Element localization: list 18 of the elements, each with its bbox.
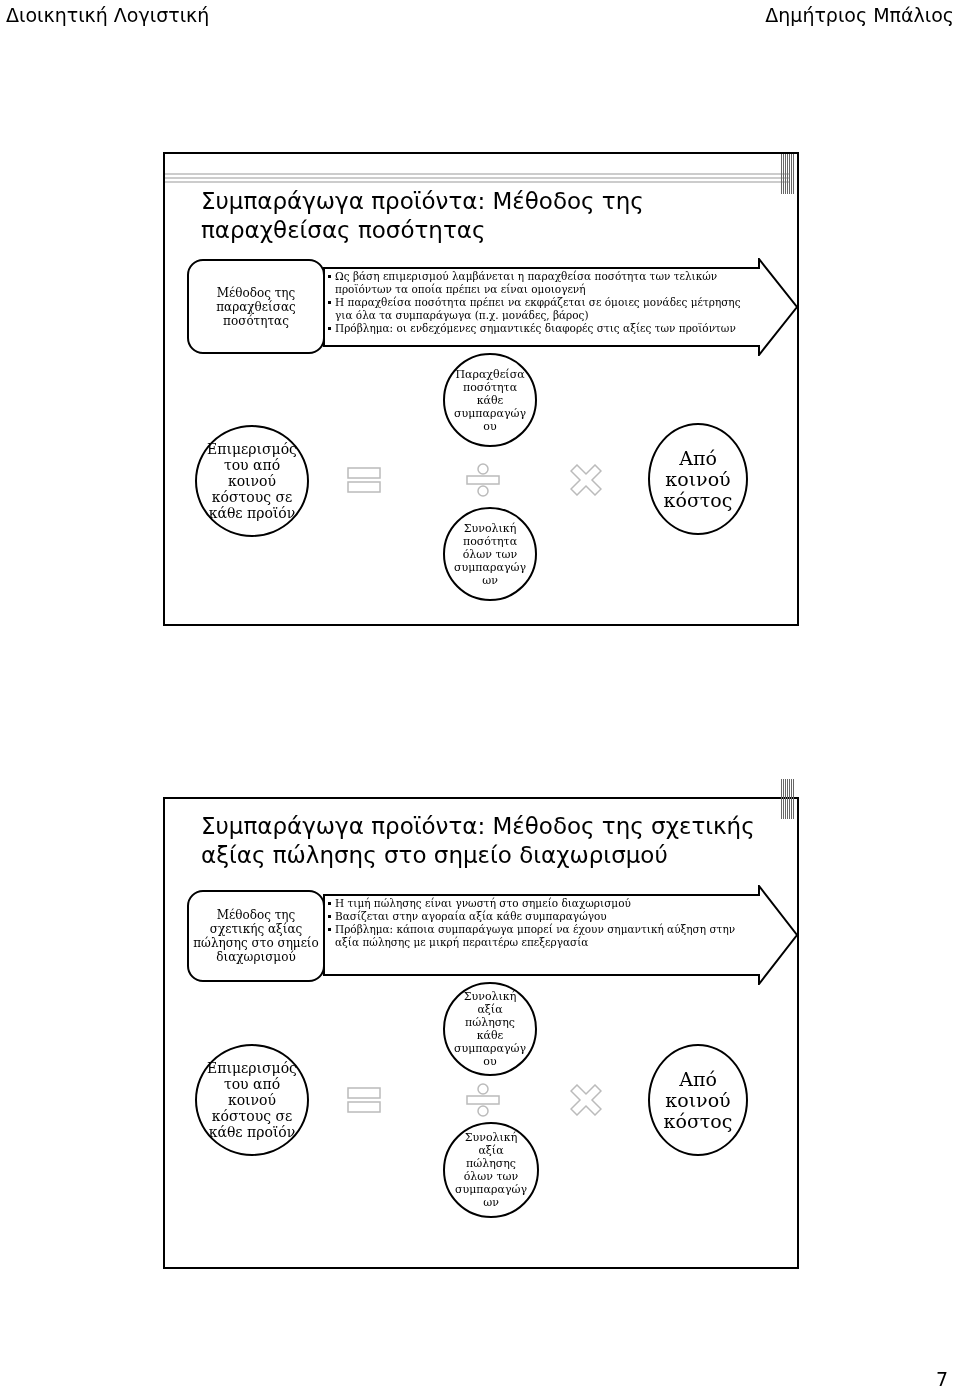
circle: Συνολική ποσότητα όλων των συμπαραγώγ ων xyxy=(443,507,537,601)
circle: Από κοινού κόστος xyxy=(648,1044,748,1156)
circle: Επιμερισμός του από κοινού κόστους σε κάθε προϊόν xyxy=(195,425,309,537)
circle: Συνολική αξία πώλησης όλων των συμπαραγώγ ων xyxy=(443,1122,539,1218)
rounded-box: Μέθοδος της σχετικής αξίας πώλησης στο σημείο διαχωρισμού xyxy=(187,890,325,982)
circle: Συνολική αξία πώλησης κάθε συμπαραγώγ ου xyxy=(443,982,537,1076)
block-arrow xyxy=(323,885,799,985)
page-number: 7 xyxy=(935,1368,948,1390)
header-text: Δημήτριος Μπάλιος xyxy=(765,4,954,26)
circle: Από κοινού κόστος xyxy=(648,423,748,535)
header-text: Διοικητική Λογιστική xyxy=(6,4,210,26)
circle: Επιμερισμός του από κοινού κόστους σε κάθε προϊόν xyxy=(195,1044,309,1156)
block-arrow xyxy=(323,258,799,356)
circle: Παραχθείσα ποσότητα κάθε συμπαραγώγ ου xyxy=(443,353,537,447)
slide-title: Συμπαράγωγα προϊόντα: Μέθοδος της παραχθείσας ποσότητας xyxy=(201,187,645,245)
rounded-box: Μέθοδος της παραχθείσας ποσότητας xyxy=(187,259,325,354)
slide-frame xyxy=(163,152,799,626)
slide-title: Συμπαράγωγα προϊόντα: Μέθοδος της σχετικής αξίας πώλησης στο σημείο διαχωρισμού xyxy=(201,812,756,870)
